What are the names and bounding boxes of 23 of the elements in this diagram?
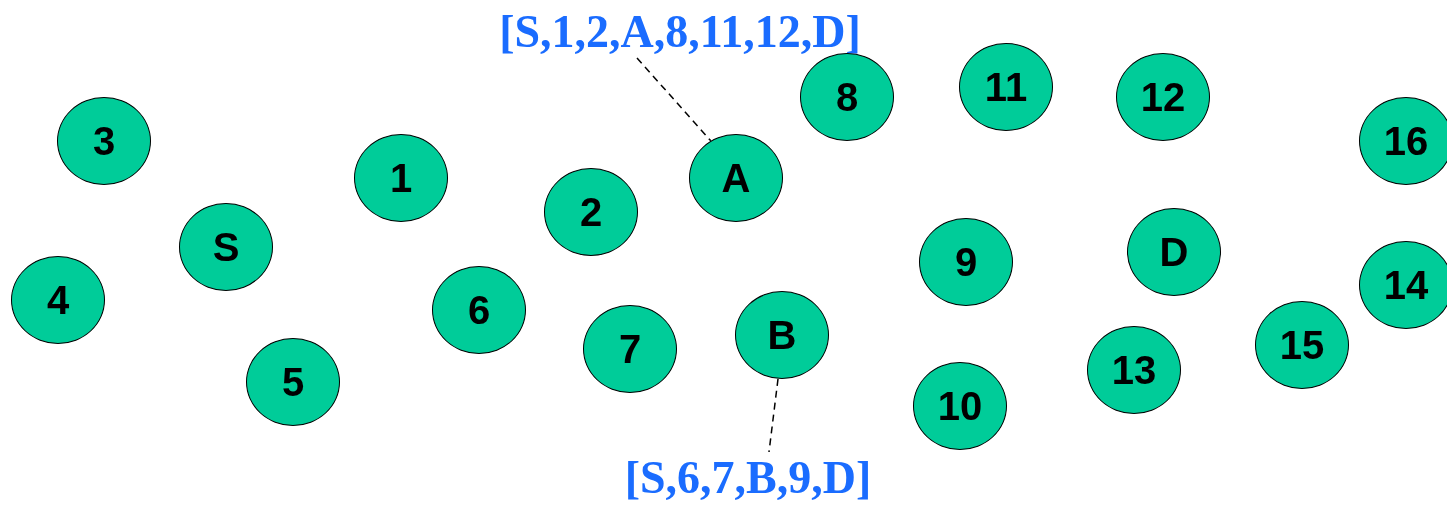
node-circle: S	[179, 203, 273, 291]
node-circle: 1	[354, 134, 448, 222]
node-circle: 16	[1359, 97, 1447, 185]
node-circle: 15	[1255, 301, 1349, 389]
node-circle: 10	[913, 362, 1007, 450]
node-circle: 4	[11, 256, 105, 344]
node-circle: A	[689, 134, 783, 222]
node-circle: D	[1127, 208, 1221, 296]
node-circle: 5	[246, 338, 340, 426]
node-circle: B	[735, 291, 829, 379]
path-label: [S,6,7,B,9,D]	[598, 450, 898, 506]
leader-line	[768, 378, 779, 453]
node-circle: 12	[1116, 53, 1210, 141]
node-circle: 2	[544, 168, 638, 256]
node-circle: 6	[432, 266, 526, 354]
node-circle: 9	[919, 218, 1013, 306]
node-circle: 13	[1087, 326, 1181, 414]
node-circle: 11	[959, 43, 1053, 131]
node-circle: 3	[57, 97, 151, 185]
leader-line	[636, 57, 712, 142]
node-circle: 8	[800, 53, 894, 141]
node-circle: 14	[1359, 241, 1447, 329]
node-circle: 7	[583, 305, 677, 393]
